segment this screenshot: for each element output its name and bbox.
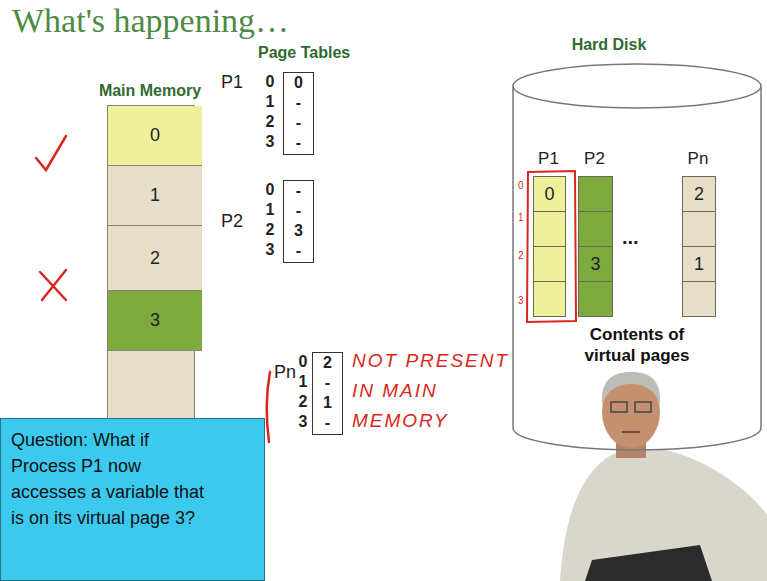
- handwritten-number: 3: [518, 295, 524, 306]
- node-value: 2: [108, 226, 202, 290]
- chair-arm: [585, 545, 712, 581]
- page-number: 0: [262, 180, 278, 200]
- section-heading: Page Tables: [258, 44, 350, 62]
- disk-page-column: Pn21: [682, 176, 716, 317]
- ellipsis: ...: [622, 226, 639, 249]
- node-value: 0: [534, 177, 565, 211]
- page-frame: 3: [108, 291, 202, 351]
- node-heading: Main Memory: [99, 82, 201, 100]
- process-name: P1: [221, 72, 243, 92]
- presenter-shirt: [560, 450, 767, 581]
- process-name: Pn: [274, 362, 296, 382]
- page-table: --3-: [283, 180, 314, 263]
- disk-page-column: P23: [578, 176, 613, 317]
- handwritten-note: NOT PRESENT IN MAIN MEMORY: [352, 346, 527, 436]
- node-value: -: [284, 93, 313, 113]
- node-heading: P1: [538, 149, 559, 169]
- page-frame: 1: [108, 166, 202, 226]
- node-value: 2: [683, 177, 715, 211]
- page-table: 0---: [283, 72, 314, 155]
- page-number: 1: [262, 92, 278, 112]
- question-text: Question: What if Process P1 now accesse…: [11, 427, 216, 531]
- node-value: 0: [284, 73, 313, 93]
- node-heading: Pn: [688, 149, 709, 169]
- node-value: 1: [313, 393, 342, 413]
- page-number: 3: [295, 412, 311, 432]
- page-number: 2: [262, 112, 278, 132]
- disk-outline: [513, 64, 761, 450]
- node-value: -: [313, 413, 342, 433]
- page-number: 0: [262, 72, 278, 92]
- page-frame: 0: [108, 106, 202, 166]
- node-value: -: [284, 181, 313, 201]
- node-value: 3: [108, 291, 202, 350]
- check-mark: [36, 136, 66, 170]
- handwritten-number: 1: [518, 212, 524, 223]
- memory-column: 0123Main Memory: [107, 105, 195, 425]
- highlight-box: [527, 171, 576, 322]
- presenter-glasses: [611, 402, 627, 412]
- presenter-mouth: [622, 431, 640, 433]
- handwritten-number: 2: [518, 250, 524, 261]
- presenter-hair: [602, 372, 660, 405]
- page-table: 2-1-: [312, 352, 343, 435]
- node-value: 0: [108, 106, 202, 165]
- slide-title: What's happening…: [12, 2, 289, 40]
- node-value: 3: [579, 247, 612, 281]
- caption-text: Contents of virtual pages: [562, 324, 712, 366]
- node-value: 2: [313, 353, 342, 373]
- node-value: -: [284, 113, 313, 133]
- page-number: 2: [262, 220, 278, 240]
- node-value: 3: [284, 221, 313, 241]
- node-value: -: [284, 201, 313, 221]
- hard-disk: P10P23Pn21Hard DiskContents of virtual p…: [512, 62, 762, 452]
- node-heading: Hard Disk: [572, 36, 647, 54]
- node-value: -: [284, 133, 313, 153]
- page-number: 3: [262, 240, 278, 260]
- handwritten-number: 0: [518, 180, 524, 191]
- page-number: 1: [295, 372, 311, 392]
- presenter-glasses: [635, 402, 651, 412]
- page-number: 2: [295, 392, 311, 412]
- disk-page-column: P10: [533, 176, 566, 317]
- bracket-mark: [267, 372, 270, 442]
- page-number: 0: [295, 352, 311, 372]
- page-frame: 2: [108, 226, 202, 291]
- page-number: 1: [262, 200, 278, 220]
- node-value: -: [284, 241, 313, 261]
- page-number: 3: [262, 132, 278, 152]
- question-callout: Question: What if Process P1 now accesse…: [0, 418, 265, 581]
- node-value: 1: [108, 166, 202, 225]
- cross-mark: [40, 270, 66, 300]
- node-value: 1: [683, 247, 715, 281]
- node-value: -: [313, 373, 342, 393]
- node-heading: P2: [584, 149, 605, 169]
- process-name: P2: [221, 211, 243, 231]
